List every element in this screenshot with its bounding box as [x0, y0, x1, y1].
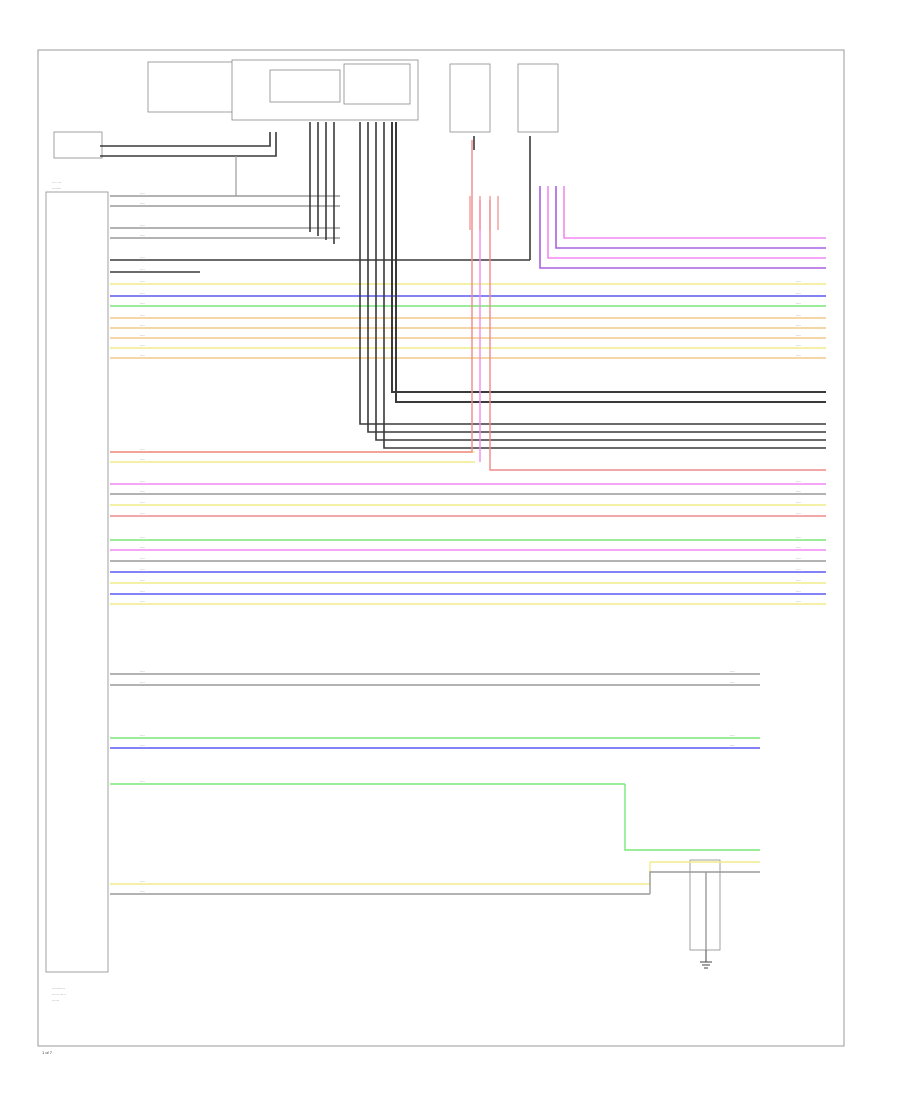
red-feed-1	[110, 140, 473, 453]
wire-tag-right-14: ····	[796, 354, 801, 358]
page-label: 1 of 7	[42, 1050, 53, 1055]
wire-tag-left-24: ····	[140, 568, 145, 572]
top-module-box-inner	[269, 69, 341, 103]
wire-tag-right-29: ····	[730, 681, 735, 685]
wire-tag-right-18: ····	[796, 490, 801, 494]
wire-tag-left-7: ····	[140, 280, 145, 284]
wire-tag-left-10: ····	[140, 314, 145, 318]
wire-tag-left-6: ····	[140, 268, 145, 272]
black-bus-2	[395, 122, 826, 403]
left-top-connector	[53, 131, 103, 159]
wire-tag-left-11: ····	[140, 324, 145, 328]
wire-tag-right-13: ····	[796, 344, 801, 348]
wire-tag-right-20: ····	[796, 512, 801, 516]
black-run-3	[375, 122, 826, 441]
wire-tag-left-30: ····	[140, 734, 145, 738]
wire-tag-right-19: ····	[796, 501, 801, 505]
wire-tag-left-15: ····	[140, 448, 145, 452]
wire-tag-right-28: ····	[730, 670, 735, 674]
wire-tag-left-25: ····	[140, 579, 145, 583]
label-group: ···· ···· ···· ···· ···· ···· ···· ···· ···· ····…	[140, 192, 801, 894]
wire-tag-right-31: ····	[730, 744, 735, 748]
wire-tag-right-26: ····	[796, 590, 801, 594]
wire-tag-right-23: ····	[796, 557, 801, 561]
violet-run-4	[563, 186, 826, 239]
diagram-frame	[37, 49, 845, 1047]
wire-tag-right-7: ····	[796, 280, 801, 284]
wire-tag-left-23: ····	[140, 557, 145, 561]
wire-tag-left-17: ····	[140, 480, 145, 484]
left-module-label: ···· ···	[52, 181, 61, 185]
top-left-harness-1	[100, 132, 271, 147]
wire-tag-left-31: ····	[140, 744, 145, 748]
top-module-box-right	[343, 63, 411, 105]
wire-tag-left-5: ····	[140, 256, 145, 260]
wire-tag-left-22: ····	[140, 546, 145, 550]
wire-tag-left-9: ····	[140, 302, 145, 306]
wire-tag-right-25: ····	[796, 579, 801, 583]
wire-tag-left-16: ····	[140, 458, 145, 462]
grey-down	[649, 871, 760, 894]
wire-tag-right-21: ····	[796, 536, 801, 540]
wire-tag-left-14: ····	[140, 354, 145, 358]
black-run-1	[359, 122, 826, 425]
wire-tag-left-21: ····	[140, 536, 145, 540]
bottom-left-module-label: ···········	[52, 987, 65, 991]
violet-run-3	[555, 186, 826, 249]
wire-tag-left-20: ····	[140, 512, 145, 516]
wire-tag-left-13: ····	[140, 344, 145, 348]
left-module-box	[45, 191, 109, 973]
red-feed-2	[489, 200, 826, 471]
wire-tag-left-2: ····	[140, 202, 145, 206]
fuse-block-1	[449, 63, 491, 133]
wire-tag-right-9: ····	[796, 302, 801, 306]
wire-tag-left-1: ····	[140, 192, 145, 196]
bottom-left-module-label-2: ······ ·····	[52, 993, 66, 997]
wire-tag-right-24: ····	[796, 568, 801, 572]
green-down	[624, 784, 760, 851]
black-run-4	[383, 122, 826, 449]
wire-tag-right-11: ····	[796, 324, 801, 328]
black-run-2	[367, 122, 826, 433]
bottom-left-module-label-3: ······	[52, 999, 59, 1003]
wire-tag-left-19: ····	[140, 501, 145, 505]
wire-tag-right-8: ····	[796, 292, 801, 296]
wire-tag-left-27: ····	[140, 600, 145, 604]
wire-tag-right-17: ····	[796, 480, 801, 484]
wire-tag-left-33: ····	[140, 880, 145, 884]
wire-tag-left-12: ····	[140, 334, 145, 338]
wire-tag-left-28: ····	[140, 670, 145, 674]
ground-icon	[700, 950, 712, 969]
violet-run-2	[547, 186, 826, 259]
wire-tag-left-4: ····	[140, 234, 145, 238]
wire-group	[100, 122, 826, 950]
wire-tag-right-10: ····	[796, 314, 801, 318]
left-module-label-2: ········	[52, 187, 61, 191]
wire-tag-left-8: ····	[140, 292, 145, 296]
top-left-harness-2	[100, 132, 277, 157]
wire-tag-left-29: ····	[140, 681, 145, 685]
wire-tag-right-30: ····	[730, 734, 735, 738]
wire-tag-left-26: ····	[140, 590, 145, 594]
ground-module-box	[689, 859, 721, 951]
black-bus-1	[391, 122, 826, 393]
wire-tag-right-22: ····	[796, 546, 801, 550]
top-module-box-left	[147, 61, 239, 113]
violet-run-1	[539, 186, 826, 269]
wire-tag-right-12: ····	[796, 334, 801, 338]
wire-tag-left-32: ····	[140, 780, 145, 784]
wire-tag-left-3: ····	[140, 224, 145, 228]
wire-tag-right-27: ····	[796, 600, 801, 604]
wire-tag-left-18: ····	[140, 490, 145, 494]
fuse-block-2	[517, 63, 559, 133]
wire-tag-left-34: ····	[140, 890, 145, 894]
